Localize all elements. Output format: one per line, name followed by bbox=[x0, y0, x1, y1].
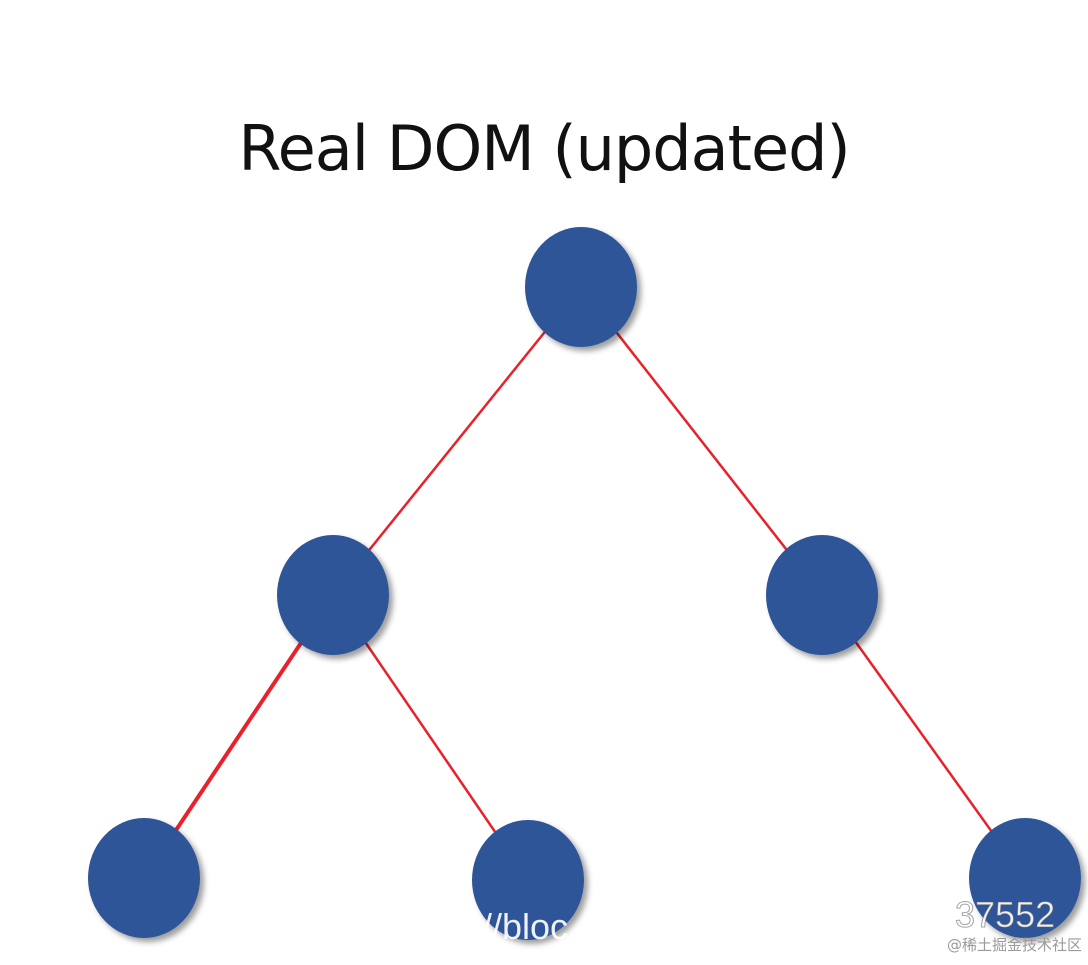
edges-group bbox=[142, 286, 1027, 881]
node-left bbox=[277, 535, 389, 655]
watermark-credit: @稀土掘金技术社区 bbox=[946, 936, 1082, 954]
edge-root-to-left bbox=[332, 286, 582, 596]
diagram-title: Real DOM (updated) bbox=[238, 112, 850, 185]
edge-root-to-right bbox=[580, 286, 823, 596]
node-left-right bbox=[472, 820, 584, 940]
node-right bbox=[766, 535, 878, 655]
node-right-right bbox=[969, 818, 1081, 938]
watermark-number: 37552 bbox=[954, 894, 1056, 936]
nodes-group bbox=[88, 227, 1081, 940]
watermark-url: ://bloc bbox=[472, 906, 569, 947]
node-left-left bbox=[88, 818, 200, 938]
node-root bbox=[525, 227, 637, 347]
